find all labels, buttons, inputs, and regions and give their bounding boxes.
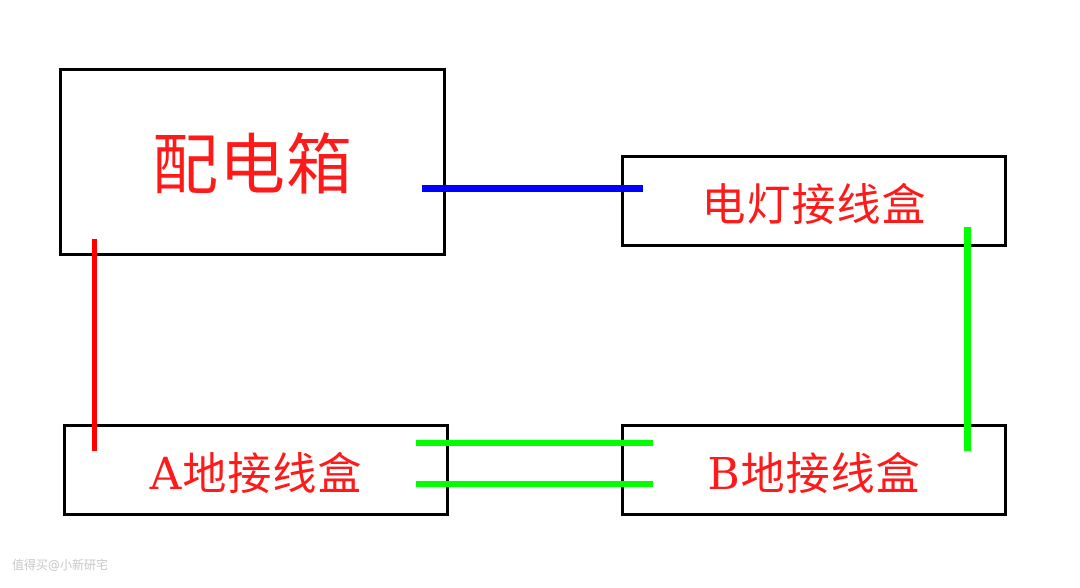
distribution-box-label: 配电箱 xyxy=(152,127,353,204)
traveler-wire-upper xyxy=(416,440,653,446)
watermark: 值得买@小新研宅 xyxy=(12,558,109,572)
b-junction-box: B地接线盒 xyxy=(621,424,1007,516)
light-junction-box-label: 电灯接线盒 xyxy=(701,180,927,231)
distribution-box: 配电箱 xyxy=(59,68,446,256)
live-wire xyxy=(92,239,97,451)
traveler-wire-lower xyxy=(416,481,653,487)
a-junction-box: A地接线盒 xyxy=(63,424,449,516)
light-junction-box: 电灯接线盒 xyxy=(621,155,1007,247)
b-junction-box-label: B地接线盒 xyxy=(707,449,921,500)
neutral-wire xyxy=(422,185,643,192)
switch-wire-lamp xyxy=(964,227,971,451)
a-junction-box-label: A地接线盒 xyxy=(149,449,363,500)
